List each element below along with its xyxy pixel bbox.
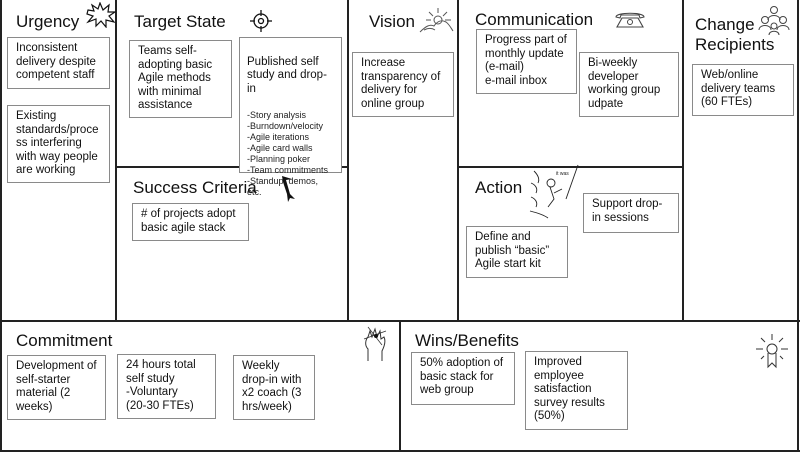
target-state-title: Target State: [134, 12, 226, 31]
burst-icon: [86, 2, 116, 28]
award-ribbon-icon: [755, 333, 789, 373]
border-right: [797, 0, 799, 452]
commitment-title: Commitment: [16, 331, 113, 350]
action-sketch-icon: it was: [528, 163, 588, 223]
success-criteria-note-1: # of projects adopt basic agile stack: [132, 203, 249, 241]
commitment-note-1: Development of self-starter material (2 …: [7, 355, 106, 420]
change-recipients-title: Change Recipients: [695, 15, 775, 54]
urgency-title: Urgency: [16, 12, 80, 31]
people-group-icon: [757, 4, 791, 36]
vision-title: Vision: [369, 12, 415, 31]
target-state-note-1: Teams self- adopting basic Agile methods…: [129, 40, 232, 118]
communication-note-2: Bi-weekly developer working group udpate: [579, 52, 679, 117]
divider-commitment-wins: [399, 320, 401, 452]
vision-note-1: Increase transparency of delivery for on…: [352, 52, 454, 117]
detail-note-heading: Published self study and drop- in: [247, 55, 327, 95]
action-note-1: Support drop- in sessions: [583, 193, 679, 233]
success-criteria-title: Success Criteria: [133, 178, 257, 197]
target-state-detail-note: Published self study and drop- in -Story…: [239, 37, 342, 197]
action-note-2: Define and publish “basic” Agile start k…: [466, 226, 568, 278]
divider-target-success: [115, 166, 349, 168]
change-recipients-note-1: Web/online delivery teams (60 FTEs): [692, 64, 794, 116]
action-title: Action: [475, 178, 523, 197]
divider-target-vision: [347, 0, 349, 321]
wins-benefits-note-1: 50% adoption of basic stack for web grou…: [411, 352, 515, 405]
hand-pledge-icon: [362, 325, 390, 363]
communication-note-1: Progress part of monthly update (e-mail)…: [476, 29, 577, 94]
flag-pennant-icon: [280, 174, 298, 204]
wins-benefits-note-2: Improved employee satisfaction survey re…: [525, 351, 628, 430]
sunrise-mountain-icon: [418, 6, 454, 36]
commitment-note-3: Weekly drop-in with x2 coach (3 hrs/week…: [233, 355, 315, 420]
border-left: [0, 0, 2, 452]
telephone-icon: [613, 9, 647, 29]
wins-benefits-title: Wins/Benefits: [415, 331, 519, 350]
communication-title: Communication: [475, 10, 594, 29]
urgency-note-1: Inconsistent delivery despite competent …: [7, 37, 110, 89]
divider-urgency-target: [115, 0, 117, 321]
divider-communication-recipients: [682, 0, 684, 321]
divider-vision-communication: [457, 0, 459, 321]
urgency-note-2: Existing standards/proce ss interfering …: [7, 105, 110, 183]
svg-text:it was: it was: [556, 171, 569, 177]
divider-communication-action: [457, 166, 684, 168]
detail-note-items: -Story analysis -Burndown/velocity -Agil…: [247, 109, 329, 197]
target-crosshair-icon: [250, 9, 272, 33]
commitment-note-2: 24 hours total self study -Voluntary (20…: [117, 354, 216, 419]
